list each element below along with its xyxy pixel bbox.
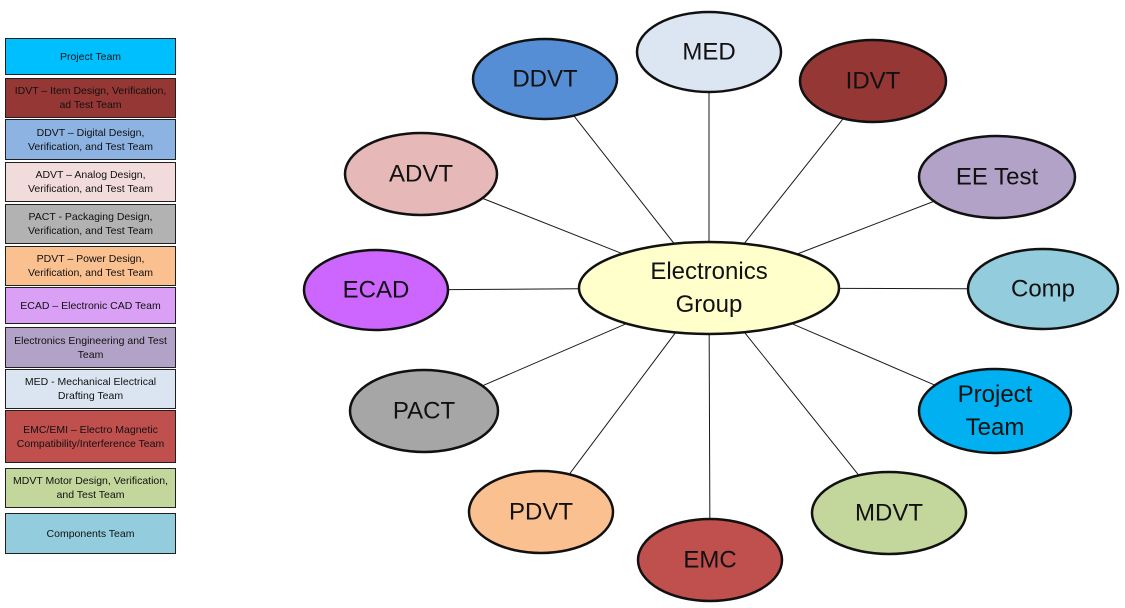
node-med: MED <box>635 10 783 94</box>
node-ellipse <box>636 517 784 603</box>
node-label: EMC <box>683 547 736 574</box>
connector-line <box>573 115 675 244</box>
node-label: PDVT <box>509 499 573 526</box>
node-ellipse <box>467 469 615 555</box>
connector-line <box>744 331 860 476</box>
node-emc: EMC <box>636 517 784 603</box>
node-ellipse <box>348 368 500 454</box>
node-label: Comp <box>1011 276 1075 303</box>
node-label: IDVT <box>846 68 901 95</box>
node-label: MED <box>682 39 735 66</box>
node-label: Team <box>966 414 1025 441</box>
legend-item: PACT - Packaging Design, Verification, a… <box>5 204 176 244</box>
legend-item: DDVT – Digital Design, Verification, and… <box>5 119 176 160</box>
center-label: Electronics <box>650 258 767 285</box>
node-ee-test: EE Test <box>917 134 1077 220</box>
legend-item: MDVT Motor Design, Verification, and Tes… <box>5 468 176 508</box>
node-comp: Comp <box>966 247 1120 331</box>
legend-item: Project Team <box>5 38 176 75</box>
connector-line <box>568 332 677 475</box>
connector-line <box>708 333 711 520</box>
legend-item: Components Team <box>5 513 176 554</box>
node-ellipse <box>810 470 968 556</box>
node-label: DDVT <box>512 66 578 93</box>
node-ellipse <box>917 367 1073 455</box>
connector-line <box>447 288 580 291</box>
node-ellipse <box>302 248 450 332</box>
node-pdvt: PDVT <box>467 469 615 555</box>
node-label: Project <box>958 381 1033 408</box>
node-ellipse <box>798 38 948 124</box>
node-mdvt: MDVT <box>810 470 968 556</box>
connector-line <box>791 323 936 386</box>
connector-line <box>482 197 623 255</box>
node-ecad: ECAD <box>302 248 450 332</box>
node-ellipse <box>917 134 1077 220</box>
node-idvt: IDVT <box>798 38 948 124</box>
center-ellipse <box>577 240 841 336</box>
node-pact: PACT <box>348 368 500 454</box>
node-ellipse <box>343 131 499 217</box>
center-label: Group <box>676 291 743 318</box>
connector-line <box>796 200 935 255</box>
legend-item: PDVT – Power Design, Verification, and T… <box>5 246 176 286</box>
node-ddvt: DDVT <box>471 37 619 121</box>
legend-item: ADVT – Analog Design, Verification, and … <box>5 162 176 202</box>
connector-line <box>743 118 844 245</box>
connector-line <box>482 323 627 387</box>
legend-item: ECAD – Electronic CAD Team <box>5 287 176 324</box>
node-label: MDVT <box>855 500 923 527</box>
legend-item: Electronics Engineering and Test Team <box>5 327 176 368</box>
node-ellipse <box>966 247 1120 331</box>
node-ellipse <box>471 37 619 121</box>
node-advt: ADVT <box>343 131 499 217</box>
node-label: ECAD <box>343 277 410 304</box>
node-label: EE Test <box>956 164 1039 191</box>
connector-lines <box>447 92 969 520</box>
legend-item: IDVT – Item Design, Verification, ad Tes… <box>5 78 176 118</box>
legend-item: EMC/EMI – Electro Magnetic Compatibility… <box>5 410 176 463</box>
node-label: ADVT <box>389 161 453 188</box>
node-label: PACT <box>393 398 456 425</box>
legend-item: MED - Mechanical Electrical Drafting Tea… <box>5 369 176 409</box>
node-ellipse <box>635 10 783 94</box>
